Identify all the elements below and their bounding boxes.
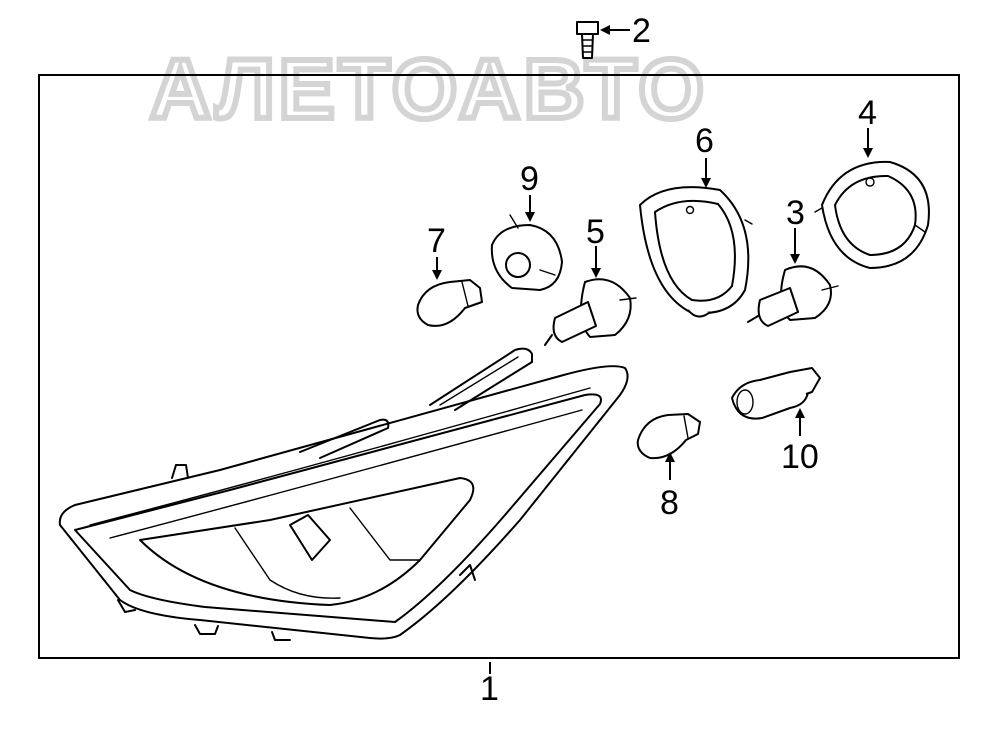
bulb-5-part: [544, 278, 637, 346]
leader-lines: [432, 25, 873, 674]
bulb-10-part: [731, 367, 821, 420]
bulb-3-part: [747, 265, 839, 327]
callout-8: 8: [660, 484, 679, 522]
callout-6: 6: [695, 122, 714, 160]
callout-4: 4: [858, 94, 877, 132]
watermark-logo: АЛЕТОАВТО: [150, 42, 708, 136]
callout-3: 3: [786, 194, 805, 232]
callout-9: 9: [520, 160, 539, 198]
callout-5: 5: [586, 213, 605, 251]
socket-9-part: [490, 214, 563, 291]
bolt-part: [576, 21, 599, 59]
retaining-ring-6-part: [639, 186, 753, 318]
bulb-7-part: [416, 279, 483, 327]
bulb-8-part: [636, 413, 701, 460]
callout-1: 1: [480, 670, 499, 708]
callout-7: 7: [427, 222, 446, 260]
assembly-frame: [38, 74, 960, 659]
lamp-cover-4-part: [814, 160, 930, 269]
headlamp-assembly: [58, 347, 629, 641]
callout-2: 2: [632, 12, 651, 50]
callout-labels: 1 2 3 4 5 6 7 8 9 10: [427, 12, 877, 708]
callout-10: 10: [781, 438, 819, 476]
